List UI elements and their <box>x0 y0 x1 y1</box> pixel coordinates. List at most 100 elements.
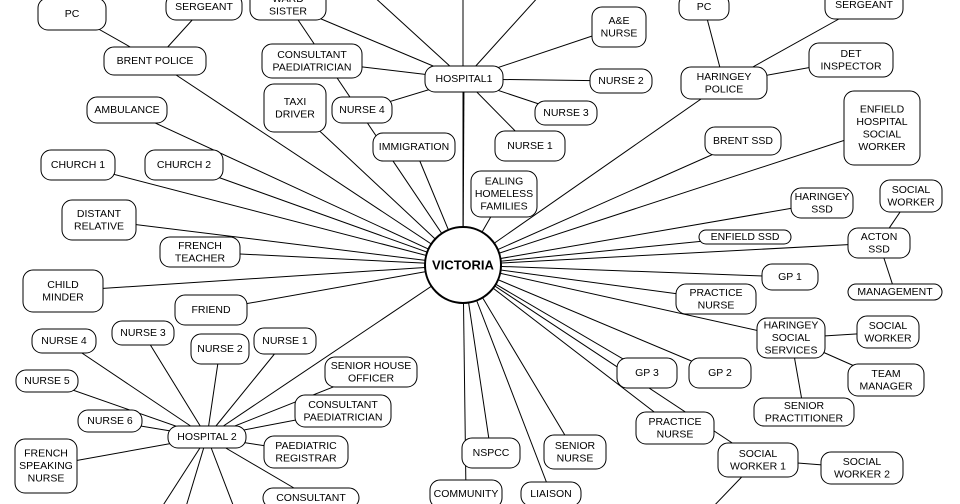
node-brent-ssd: BRENT SSD <box>704 126 782 156</box>
node-label: GP 1 <box>778 271 802 283</box>
edge-hospital-1-top-offscreen-2 <box>376 0 465 80</box>
node-label: RELATIVE <box>74 220 124 232</box>
node-box <box>698 229 792 245</box>
node-label: CHILD <box>47 279 79 291</box>
edge-hospital-2-nurse-4-left <box>63 340 208 438</box>
node-label: NURSE <box>601 27 638 39</box>
node-gp-2: GP 2 <box>688 357 752 389</box>
edge-hospital-2-bottom-offscreen-1 <box>163 436 208 504</box>
edge-victoria-haringey-police <box>462 82 725 266</box>
node-label: ENFIELD <box>860 103 905 115</box>
node-label: IMMIGRATION <box>379 141 449 153</box>
node-label: SERGEANT <box>835 0 893 11</box>
node-label: LIAISON <box>530 488 571 500</box>
node-label: OFFICER <box>348 372 394 384</box>
node-label: NURSE 3 <box>543 107 589 119</box>
node-label: HOMELESS <box>475 188 533 200</box>
edge-victoria-practice-nurse-1 <box>462 264 717 300</box>
node-box <box>324 356 418 388</box>
node-label: SOCIAL <box>863 128 902 140</box>
node-victoria: VICTORIA <box>424 226 502 304</box>
node-label: CHURCH 2 <box>157 159 211 171</box>
node-box <box>820 451 904 485</box>
node-box <box>103 46 207 76</box>
node-ambulance: AMBULANCE <box>86 96 168 124</box>
edge-victoria-french-teacher <box>199 251 464 266</box>
node-box <box>847 363 925 397</box>
edge-victoria-enfield-ssd <box>462 236 746 266</box>
edge-hospital-1-top-offscreen-3 <box>463 0 537 80</box>
node-box <box>167 425 247 449</box>
node-box <box>40 149 116 181</box>
node-label: HARINGEY <box>795 191 850 203</box>
edge-hospital-2-nurse-1-left <box>206 340 286 438</box>
node-label: MANAGEMENT <box>857 286 933 298</box>
node-box <box>635 411 715 445</box>
node-box <box>261 43 363 79</box>
node-box <box>761 263 819 291</box>
node-label: SOCIAL <box>772 332 811 344</box>
node-box <box>165 0 243 21</box>
node-box <box>756 317 826 359</box>
node-box <box>704 126 782 156</box>
node-box <box>86 96 168 124</box>
node-nurse-3-left: NURSE 3 <box>111 320 175 346</box>
node-label: SOCIAL <box>892 184 931 196</box>
edge-victoria-liaison <box>462 264 552 495</box>
node-label: DISTANT <box>77 208 122 220</box>
node-box <box>688 357 752 389</box>
node-label: PRACTITIONER <box>765 412 844 424</box>
edge-victoria-gp-2 <box>462 264 721 374</box>
node-label: SENIOR HOUSE <box>331 360 412 372</box>
node-box <box>263 83 327 133</box>
edge-victoria-hospital-2 <box>206 264 464 438</box>
node-box <box>424 65 504 93</box>
node-sergeant-right: SERGEANT <box>824 0 904 20</box>
node-label: NURSE <box>28 473 65 485</box>
node-nurse-3-top: NURSE 3 <box>534 100 598 126</box>
edge-victoria-practice-nurse-2 <box>462 264 676 429</box>
edge-victoria-brent-ssd <box>462 140 744 266</box>
node-label: DRIVER <box>275 108 315 120</box>
node-label: PAEDIATRICIAN <box>273 61 352 73</box>
node-label: HOSPITAL 2 <box>177 431 237 443</box>
node-box <box>847 283 943 301</box>
node-nurse-1-top: NURSE 1 <box>494 130 566 162</box>
node-box <box>470 170 538 218</box>
node-circle <box>424 226 502 304</box>
node-label: COMMUNITY <box>434 488 499 500</box>
node-label: SSD <box>811 203 833 215</box>
node-label: MINDER <box>42 291 84 303</box>
node-box <box>808 42 894 78</box>
edge-victoria-gp-1 <box>462 264 791 278</box>
node-label: NURSE 3 <box>120 327 166 339</box>
node-label: EALING <box>485 176 524 188</box>
node-label: POLICE <box>705 83 744 95</box>
node-box <box>678 0 730 21</box>
node-immigration: IMMIGRATION <box>372 132 456 162</box>
node-box <box>616 357 678 389</box>
edge-victoria-enfield-hospital-sw <box>462 127 883 266</box>
node-nurse-4-top: NURSE 4 <box>331 96 393 124</box>
node-label: NURSE <box>698 299 735 311</box>
node-label: PC <box>65 8 80 20</box>
node-label: SENIOR <box>555 440 596 452</box>
node-box <box>262 487 360 504</box>
node-box <box>520 481 582 504</box>
node-label: WORKER <box>858 141 906 153</box>
node-consultant-bottom: CONSULTANT <box>262 487 360 504</box>
node-box <box>190 333 250 365</box>
node-label: NURSE 2 <box>197 343 243 355</box>
edge-victoria-church-1 <box>77 164 464 266</box>
node-box <box>680 66 768 100</box>
